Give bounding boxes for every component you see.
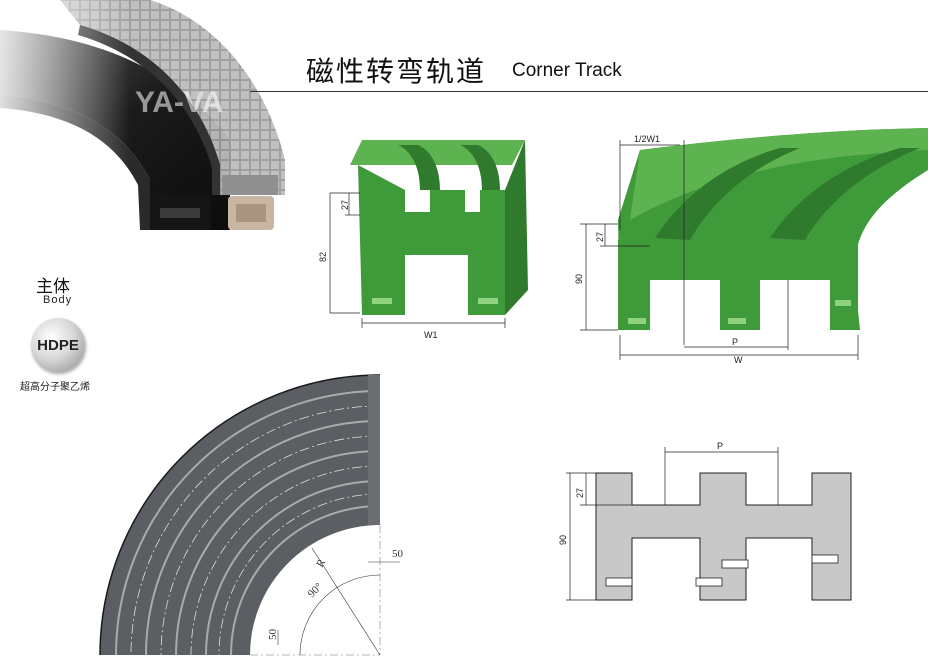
section-dim-height: 90	[558, 535, 568, 545]
single-dim-height: 82	[318, 252, 328, 262]
curve-dim-top-offset: 50	[392, 548, 404, 560]
hdpe-badge-text: HDPE	[37, 336, 79, 354]
single-dim-groove: 27	[340, 200, 350, 210]
double-dim-width: W	[734, 355, 743, 365]
double-dim-half-width: 1/2W1	[634, 134, 660, 144]
page-title-cn: 磁性转弯轨道	[306, 55, 487, 88]
curve-drawing	[99, 374, 400, 656]
material-label-en: Body	[43, 294, 73, 306]
curve-dim-bottom-offset: 50	[267, 629, 279, 641]
single-dim-width: W1	[424, 330, 438, 340]
material-label-cn: 主体	[36, 277, 70, 297]
section-dim-pitch: P	[717, 441, 723, 451]
product-photo: YA-VA	[0, 0, 285, 240]
page-title-en: Corner Track	[512, 60, 622, 81]
single-lane-drawing	[329, 140, 528, 328]
double-lane-drawing	[580, 128, 928, 360]
curve-dim-angle: 90°	[306, 581, 325, 600]
title-divider	[250, 91, 928, 92]
hdpe-badge: HDPE	[31, 318, 85, 372]
double-dim-pitch: P	[732, 337, 738, 347]
material-name-cn: 超高分子聚乙烯	[20, 382, 90, 393]
section-dim-groove: 27	[575, 488, 585, 498]
section-drawing	[566, 447, 852, 601]
double-dim-height: 90	[574, 274, 584, 284]
double-dim-groove: 27	[595, 232, 605, 242]
curve-dim-radius: R	[314, 557, 328, 570]
watermark: YA-VA	[135, 86, 223, 119]
